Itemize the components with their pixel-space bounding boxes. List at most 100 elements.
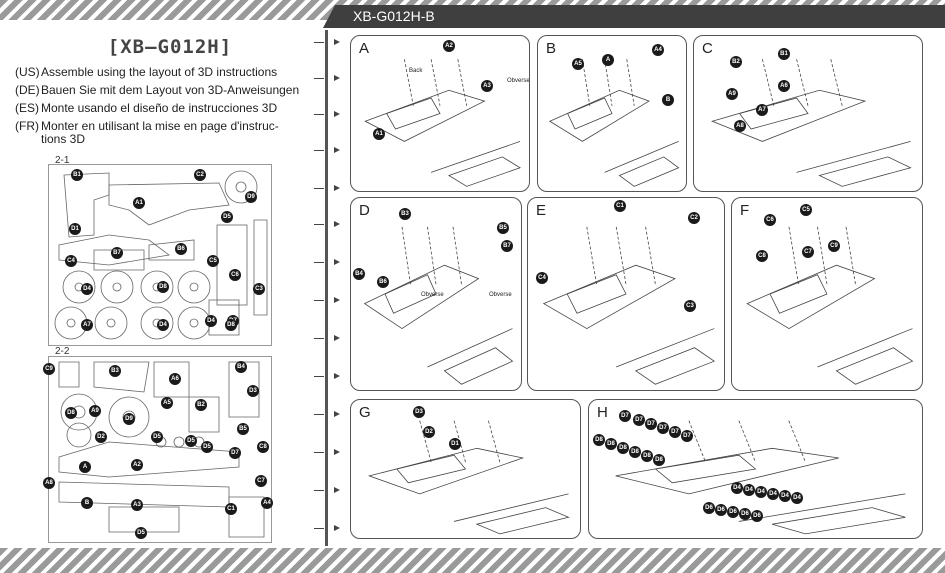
step-callout: A4 (652, 44, 664, 56)
part-callout: D5 (151, 431, 163, 443)
step-callout: D7 (681, 430, 693, 442)
divider-arrow (314, 111, 340, 117)
part-callout: C9 (43, 363, 55, 375)
step-callout: D8 (617, 442, 629, 454)
part-callout: D5 (135, 527, 147, 539)
lang-code: (DE) (15, 83, 40, 97)
part-callout: C6 (229, 269, 241, 281)
step-callout: A6 (778, 80, 790, 92)
instruction-text: Monter en utilisant la mise en page d'in… (41, 119, 279, 133)
sheet-label: 2-1 (55, 155, 70, 166)
instruction-de: (DE)Bauen Sie mit dem Layout von 3D-Anwe… (15, 84, 315, 97)
part-callout: D8 (65, 407, 77, 419)
step-callout: C6 (764, 214, 776, 226)
part-callout: C5 (207, 255, 219, 267)
part-callout: C7 (255, 475, 267, 487)
divider-arrow (314, 487, 340, 493)
divider-arrow (314, 297, 340, 303)
step-note: Obverse (421, 292, 444, 298)
step-letter: G (359, 404, 371, 421)
part-callout: C4 (65, 255, 77, 267)
part-callout: D4 (157, 319, 169, 331)
part-callout: C2 (194, 169, 206, 181)
sheet-drawing (58, 361, 265, 538)
step-callout: D4 (791, 492, 803, 504)
step-callout: A2 (443, 40, 455, 52)
divider-arrow (314, 525, 340, 531)
step-callout: B5 (497, 222, 509, 234)
step-callout: D6 (715, 504, 727, 516)
part-callout: A6 (169, 373, 181, 385)
step-callout: C9 (828, 240, 840, 252)
step-drawing (548, 59, 680, 187)
divider-arrow (314, 449, 340, 455)
part-callout: A7 (81, 319, 93, 331)
step-drawing (363, 226, 514, 385)
step-callout: D8 (593, 434, 605, 446)
step-callout: C5 (800, 204, 812, 216)
step-drawing (746, 226, 914, 385)
instruction-fr: (FR)Monter en utilisant la mise en page … (15, 120, 315, 146)
instruction-text-cont: tions 3D (41, 132, 86, 146)
step-callout: A5 (572, 58, 584, 70)
divider-arrow (314, 411, 340, 417)
part-callout: B5 (237, 423, 249, 435)
step-callout: D7 (657, 422, 669, 434)
step-callout: D7 (633, 414, 645, 426)
step-callout: B6 (377, 276, 389, 288)
part-callout: C8 (257, 441, 269, 453)
step-letter: A (359, 40, 370, 57)
part-callout: B2 (195, 399, 207, 411)
part-callout: A3 (131, 499, 143, 511)
divider-arrow (314, 185, 340, 191)
sheet-label: 2-2 (55, 346, 70, 357)
center-divider (325, 30, 328, 546)
step-callout: D6 (739, 508, 751, 520)
step-callout: B1 (778, 48, 790, 60)
divider-arrow (314, 335, 340, 341)
part-callout: A (79, 461, 91, 473)
lang-code: (FR) (15, 119, 39, 133)
part-callout: D8 (225, 319, 237, 331)
step-callout: D4 (779, 490, 791, 502)
step-drawing (364, 59, 522, 187)
step-callout: A9 (726, 88, 738, 100)
part-callout: D9 (245, 191, 257, 203)
part-callout: A1 (133, 197, 145, 209)
divider-arrow (314, 373, 340, 379)
step-callout: D7 (669, 426, 681, 438)
part-callout: C3 (253, 283, 265, 295)
step-drawing (711, 59, 912, 187)
step-callout: D8 (605, 438, 617, 450)
step-callout: D1 (449, 438, 461, 450)
part-callout: D4 (205, 315, 217, 327)
part-callout: D4 (81, 283, 93, 295)
step-callout: D4 (731, 482, 743, 494)
part-callout: D3 (247, 385, 259, 397)
step-letter: D (359, 202, 370, 219)
part-callout: D5 (201, 441, 213, 453)
step-callout: B7 (501, 240, 513, 252)
step-callout: D4 (767, 488, 779, 500)
page-title: [XB—G012H] (107, 36, 233, 58)
divider-arrow (314, 39, 340, 45)
step-callout: D8 (653, 454, 665, 466)
step-callout: D7 (645, 418, 657, 430)
step-note: Back (409, 68, 423, 74)
part-callout: D5 (185, 435, 197, 447)
part-callout: B (81, 497, 93, 509)
step-callout: D4 (743, 484, 755, 496)
step-callout: D3 (413, 406, 425, 418)
step-callout: B2 (730, 56, 742, 68)
step-callout: D6 (751, 510, 763, 522)
part-callout: D5 (221, 211, 233, 223)
model-tab-corner (323, 5, 335, 28)
step-letter: F (740, 202, 750, 219)
part-callout: A2 (131, 459, 143, 471)
part-callout: B1 (71, 169, 83, 181)
